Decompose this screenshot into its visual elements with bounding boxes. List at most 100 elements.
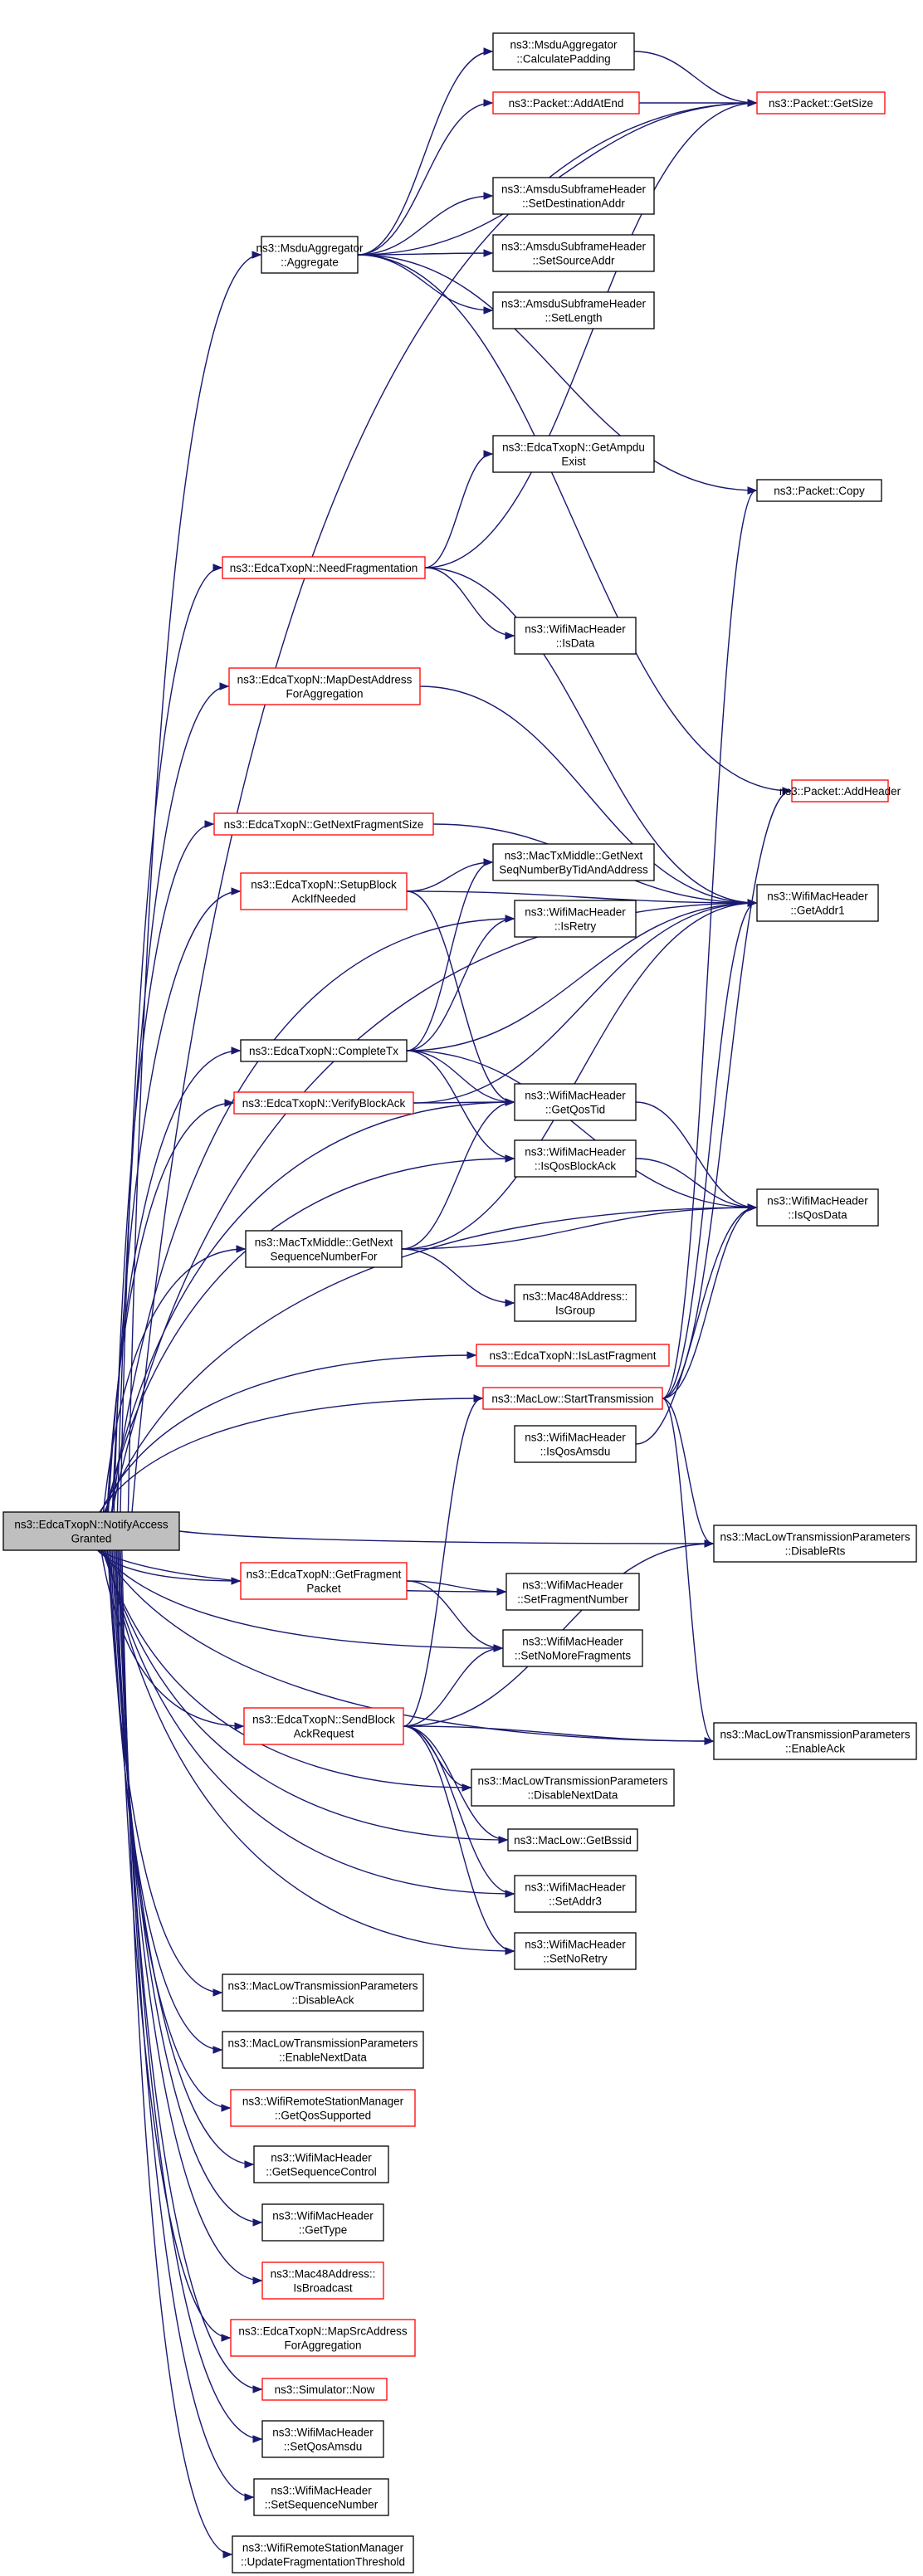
node-box — [492, 291, 655, 329]
node-complete-tx[interactable]: ns3::EdcaTxopN::CompleteTx — [240, 1039, 408, 1062]
node-add-header[interactable]: ns3::Packet::AddHeader — [779, 779, 901, 803]
node-box — [222, 2031, 424, 2069]
edge-aggregate-to-set-source-addr — [357, 249, 494, 257]
edge-need-fragmentation-to-get-ampdu-exist — [424, 450, 494, 568]
edge-notify-access-granted-to-aggregate — [127, 251, 262, 1513]
node-label: ns3::WifiMacHeader — [522, 1579, 623, 1592]
node-calculate-padding[interactable]: ns3::MsduAggregator::CalculatePadding — [492, 32, 635, 71]
edge-calculate-padding-to-get-size — [633, 51, 758, 107]
node-label: ns3::WifiMacHeader — [525, 906, 626, 919]
node-set-no-retry[interactable]: ns3::WifiMacHeader::SetNoRetry — [514, 1932, 637, 1970]
node-map-src-address-for-aggregation[interactable]: ns3::EdcaTxopN::MapSrcAddressForAggregat… — [230, 2319, 416, 2357]
edge-aggregate-to-add-at-end — [357, 99, 494, 256]
node-get-qos-supported[interactable]: ns3::WifiRemoteStationManager::GetQosSup… — [230, 2089, 416, 2127]
node-is-last-fragment[interactable]: ns3::EdcaTxopN::IsLastFragment — [476, 1344, 670, 1367]
edge-line — [111, 890, 241, 1513]
node-box — [492, 91, 640, 115]
node-update-fragmentation-threshold[interactable]: ns3::WifiRemoteStationManager::UpdateFra… — [232, 2535, 414, 2574]
node-label: SequenceNumberFor — [270, 1251, 378, 1263]
edge-start-transmission-to-enable-ack — [662, 1398, 715, 1745]
node-label: ns3::MacLow::StartTransmission — [491, 1393, 653, 1405]
edge-line — [111, 902, 757, 1513]
node-label: ns3::MsduAggregator — [510, 39, 618, 51]
edge-line — [424, 567, 515, 637]
node-box — [471, 1769, 675, 1807]
node-label: ::IsQosData — [788, 1209, 847, 1222]
node-get-addr1[interactable]: ns3::WifiMacHeader::GetAddr1 — [756, 884, 879, 922]
node-disable-rts[interactable]: ns3::MacLowTransmissionParameters::Disab… — [713, 1525, 917, 1563]
edge-line — [406, 1580, 506, 1593]
node-now[interactable]: ns3::Simulator::Now — [261, 2378, 388, 2401]
node-label: ns3::MacTxMiddle::GetNext — [505, 850, 643, 862]
node-aggregate[interactable]: ns3::MsduAggregator::Aggregate — [256, 236, 364, 274]
node-add-at-end[interactable]: ns3::Packet::AddAtEnd — [492, 91, 640, 115]
edge-line — [357, 102, 493, 256]
node-set-destination-addr[interactable]: ns3::AmsduSubframeHeader::SetDestination… — [492, 177, 655, 215]
node-enable-next-data[interactable]: ns3::MacLowTransmissionParameters::Enabl… — [222, 2031, 424, 2069]
edge-notify-access-granted-to-get-next-fragment-size — [113, 820, 215, 1513]
node-label: ns3::WifiMacHeader — [271, 2152, 372, 2164]
node-box — [492, 843, 655, 881]
node-start-transmission[interactable]: ns3::MacLow::StartTransmission — [482, 1387, 663, 1410]
edge-arrowhead — [493, 1644, 504, 1652]
node-set-source-addr[interactable]: ns3::AmsduSubframeHeader::SetSourceAddr — [492, 234, 655, 272]
edge-start-transmission-to-get-addr1 — [662, 899, 758, 1399]
node-disable-next-data[interactable]: ns3::MacLowTransmissionParameters::Disab… — [471, 1769, 675, 1807]
node-box — [261, 2261, 384, 2300]
node-enable-ack[interactable]: ns3::MacLowTransmissionParameters::Enabl… — [713, 1722, 917, 1760]
node-get-type[interactable]: ns3::WifiMacHeader::GetType — [261, 2203, 384, 2242]
node-get-qos-tid[interactable]: ns3::WifiMacHeader::GetQosTid — [514, 1083, 637, 1121]
edge-notify-access-granted-to-enable-next-data — [108, 1549, 223, 2054]
node-set-addr3[interactable]: ns3::WifiMacHeader::SetAddr3 — [514, 1875, 637, 1913]
edge-line — [403, 1725, 714, 1742]
node-set-sequence-number[interactable]: ns3::WifiMacHeader::SetSequenceNumber — [253, 2478, 389, 2516]
node-set-qos-amsdu[interactable]: ns3::WifiMacHeader::SetQosAmsdu — [261, 2420, 384, 2458]
node-get-next-seq-number-by-tid-and-address[interactable]: ns3::MacTxMiddle::GetNextSeqNumberByTidA… — [492, 843, 655, 881]
edge-arrowhead — [212, 1988, 223, 1997]
node-is-qos-block-ack[interactable]: ns3::WifiMacHeader::IsQosBlockAck — [514, 1139, 637, 1178]
node-disable-ack[interactable]: ns3::MacLowTransmissionParameters::Disab… — [222, 1973, 424, 2012]
edge-line — [406, 1580, 503, 1649]
node-is-qos-amsdu[interactable]: ns3::WifiMacHeader::IsQosAmsdu — [514, 1425, 637, 1463]
node-get-bssid[interactable]: ns3::MacLow::GetBssid — [507, 1828, 638, 1852]
edge-line — [357, 254, 792, 792]
node-is-retry[interactable]: ns3::WifiMacHeader::IsRetry — [514, 900, 637, 938]
edge-notify-access-granted-to-is-retry — [110, 915, 515, 1513]
node-box — [492, 32, 635, 71]
node-is-group[interactable]: ns3::Mac48Address::IsGroup — [514, 1284, 637, 1322]
edge-need-fragmentation-to-is-data — [424, 567, 515, 640]
node-box — [713, 1525, 917, 1563]
node-box — [482, 1387, 663, 1410]
node-label: ns3::MacLowTransmissionParameters — [477, 1775, 667, 1788]
node-get-next-sequence-number-for[interactable]: ns3::MacTxMiddle::GetNextSequenceNumberF… — [245, 1230, 403, 1268]
node-box — [514, 1425, 637, 1463]
node-label: ns3::WifiRemoteStationManager — [242, 2095, 404, 2108]
node-is-data[interactable]: ns3::WifiMacHeader::IsData — [514, 617, 637, 655]
node-need-fragmentation[interactable]: ns3::EdcaTxopN::NeedFragmentation — [222, 556, 426, 579]
node-is-broadcast[interactable]: ns3::Mac48Address::IsBroadcast — [261, 2261, 384, 2300]
node-is-qos-data[interactable]: ns3::WifiMacHeader::IsQosData — [756, 1188, 879, 1227]
node-set-fragment-number[interactable]: ns3::WifiMacHeader::SetFragmentNumber — [505, 1573, 640, 1611]
node-get-sequence-control[interactable]: ns3::WifiMacHeader::GetSequenceControl — [253, 2145, 389, 2183]
node-verify-block-ack[interactable]: ns3::EdcaTxopN::VerifyBlockAck — [233, 1091, 414, 1115]
edge-complete-tx-to-get-qos-tid — [406, 1050, 515, 1106]
edge-line — [121, 1549, 232, 2555]
node-get-size[interactable]: ns3::Packet::GetSize — [756, 91, 886, 115]
node-label: ns3::EdcaTxopN::MapDestAddress — [237, 674, 413, 686]
node-label: ns3::EdcaTxopN::NotifyAccess — [14, 1519, 168, 1531]
node-copy[interactable]: ns3::Packet::Copy — [756, 479, 882, 502]
node-set-length[interactable]: ns3::AmsduSubframeHeader::SetLength — [492, 291, 655, 329]
node-label: ns3::WifiMacHeader — [272, 2210, 374, 2222]
node-label: Granted — [71, 1533, 112, 1545]
node-get-next-fragment-size[interactable]: ns3::EdcaTxopN::GetNextFragmentSize — [213, 812, 434, 836]
node-set-no-more-fragments[interactable]: ns3::WifiMacHeader::SetNoMoreFragments — [502, 1629, 643, 1667]
node-map-dest-address-for-aggregation[interactable]: ns3::EdcaTxopN::MapDestAddressForAggrega… — [228, 667, 421, 705]
edge-notify-access-granted-to-get-size — [131, 99, 758, 1513]
edge-complete-tx-to-get-next-seq-number-by-tid-and-address — [406, 858, 494, 1051]
